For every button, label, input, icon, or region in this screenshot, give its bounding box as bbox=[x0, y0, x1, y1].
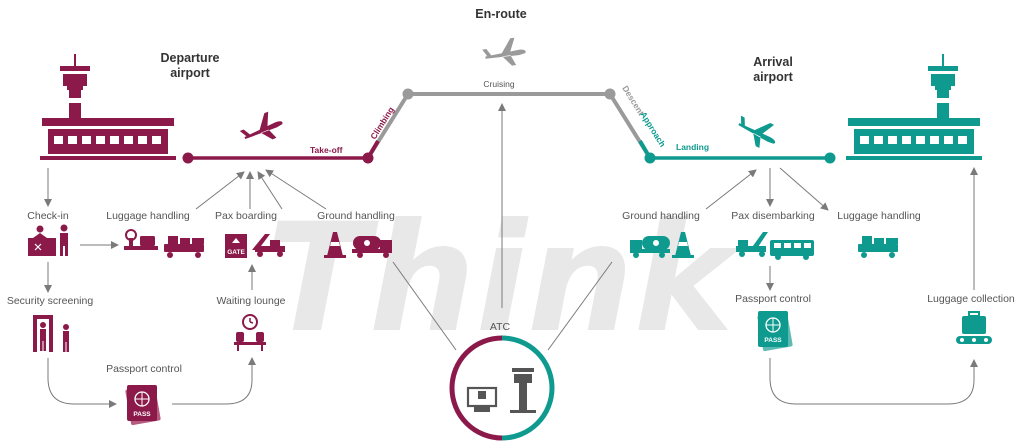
lounge-label: Waiting lounge bbox=[216, 295, 285, 307]
control-tower-icon bbox=[60, 54, 90, 118]
phase-landing: Landing bbox=[676, 142, 709, 152]
phase-cruising: Cruising bbox=[483, 79, 514, 89]
arrival-heading-line1: Arrival bbox=[753, 55, 793, 69]
passport-icon: PASS bbox=[125, 384, 161, 426]
control-tower-icon bbox=[510, 368, 536, 413]
atc-hub bbox=[449, 335, 555, 441]
bus-icon bbox=[770, 240, 814, 260]
arrival-luggage-label: Luggage handling bbox=[837, 210, 921, 222]
terminal-building-icon bbox=[846, 118, 982, 160]
boarding-stairs-icon bbox=[252, 234, 285, 257]
arrival-heading-line2: airport bbox=[753, 70, 793, 84]
collection-label: Luggage collection bbox=[927, 293, 1015, 305]
departure-ground-label: Ground handling bbox=[317, 210, 395, 222]
phase-takeoff: Take-off bbox=[310, 145, 343, 155]
departure-heading-line1: Departure bbox=[160, 51, 219, 65]
conveyor-belt-icon bbox=[956, 311, 992, 344]
disembarking-label: Pax disembarking bbox=[731, 210, 815, 222]
fuel-truck-icon bbox=[630, 236, 670, 258]
airplane-icon bbox=[482, 37, 526, 66]
traffic-cone-icon bbox=[672, 232, 694, 258]
terminal-building-icon bbox=[40, 118, 176, 160]
enroute-heading: En-route bbox=[475, 7, 526, 21]
passport-icon: PASS bbox=[757, 310, 793, 352]
radar-screen-icon bbox=[466, 386, 498, 412]
gate-icon: GATE bbox=[225, 234, 247, 258]
atc-label: ATC bbox=[490, 321, 511, 333]
security-gate-icon bbox=[33, 315, 69, 352]
scale-icon bbox=[124, 229, 158, 250]
departure-luggage-label: Luggage handling bbox=[106, 210, 190, 222]
airplane-icon bbox=[738, 115, 776, 149]
security-label: Security screening bbox=[7, 295, 94, 307]
departure-passport-label: Passport control bbox=[106, 363, 182, 375]
control-tower-icon bbox=[928, 54, 958, 118]
arrival-passport-label: Passport control bbox=[735, 293, 811, 305]
checkin-desk-icon bbox=[28, 224, 68, 256]
departure-heading-line2: airport bbox=[170, 66, 210, 80]
boarding-label: Pax boarding bbox=[215, 210, 277, 222]
arrival-terminal bbox=[846, 54, 982, 160]
departure-terminal bbox=[40, 54, 176, 160]
passport-departure-text: PASS bbox=[133, 411, 151, 418]
flight-path bbox=[182, 88, 836, 164]
boarding-stairs-icon bbox=[736, 232, 768, 257]
passport-arrival-text: PASS bbox=[764, 337, 782, 344]
fuel-truck-icon bbox=[352, 236, 392, 258]
checkin-label: Check-in bbox=[27, 210, 69, 222]
airplane-icon bbox=[239, 111, 283, 140]
arrival-ground-label: Ground handling bbox=[622, 210, 700, 222]
luggage-cart-icon bbox=[164, 236, 204, 258]
lounge-seats-icon bbox=[234, 314, 266, 351]
gate-sign-text: GATE bbox=[227, 249, 245, 256]
connector-arrows bbox=[44, 103, 978, 408]
traffic-cone-icon bbox=[324, 232, 346, 258]
luggage-cart-icon bbox=[858, 236, 898, 258]
